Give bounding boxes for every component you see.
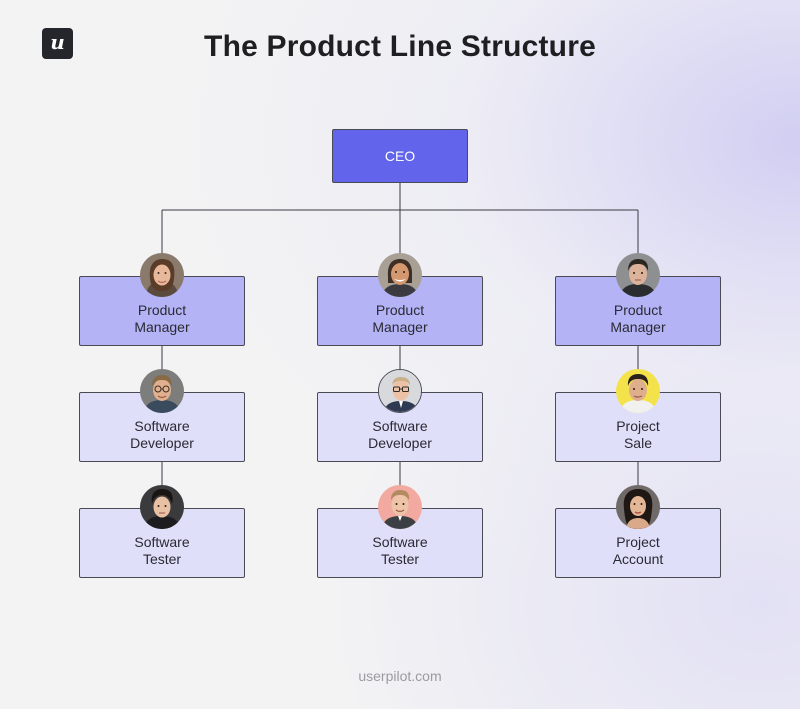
avatar-icon bbox=[616, 485, 660, 529]
avatar-icon bbox=[378, 253, 422, 297]
avatar-icon bbox=[140, 369, 184, 413]
avatar-icon bbox=[378, 369, 422, 413]
node-label: Project Account bbox=[612, 534, 664, 567]
ceo-node: CEO bbox=[332, 129, 468, 183]
ceo-label: CEO bbox=[384, 147, 416, 164]
avatar-icon bbox=[378, 485, 422, 529]
left-software-tester-node: Software Tester bbox=[79, 508, 245, 578]
footer-brand-text: userpilot.com bbox=[358, 668, 442, 684]
avatar-icon bbox=[616, 369, 660, 413]
node-label: Software Tester bbox=[134, 534, 190, 567]
node-label: Software Developer bbox=[130, 418, 194, 451]
node-label: Software Developer bbox=[368, 418, 432, 451]
avatar-icon bbox=[140, 253, 184, 297]
node-label: Product Manager bbox=[610, 302, 666, 335]
userpilot-logo-icon: u bbox=[42, 28, 73, 59]
node-label: Product Manager bbox=[372, 302, 428, 335]
avatar-icon bbox=[616, 253, 660, 297]
node-label: Product Manager bbox=[134, 302, 190, 335]
right-project-account-node: Project Account bbox=[555, 508, 721, 578]
page-title: The Product Line Structure bbox=[204, 30, 596, 63]
avatar-icon bbox=[140, 485, 184, 529]
node-label: Software Tester bbox=[372, 534, 428, 567]
node-label: Project Sale bbox=[616, 418, 660, 451]
